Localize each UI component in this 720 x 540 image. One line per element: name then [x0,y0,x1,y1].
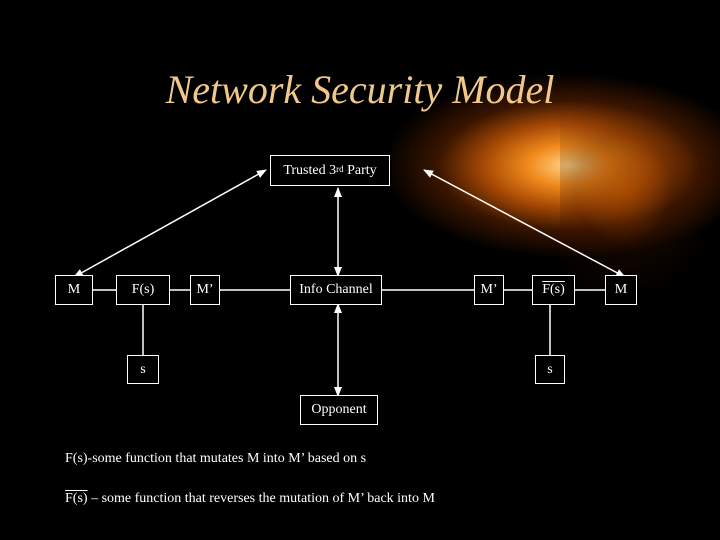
m-left-box: M [55,275,93,305]
m-right-box: M [605,275,637,305]
trusted-sup: rd [336,163,344,174]
note-inverse-definition: F(s) – some function that reverses the m… [65,491,435,507]
s-right-label: s [547,361,553,377]
slide-title: Network Security Model [165,67,555,112]
f-left-box: F(s) [116,275,170,305]
m-left-label: M [67,282,81,297]
note-inverse-fn: F(s) [65,491,88,506]
mprime-left-label: M’ [196,282,214,297]
arrow-m-right-to-trusted [423,169,626,278]
m-right-label: M [614,282,628,297]
s-left-label: s [140,361,146,377]
note-inverse-text: – some function that reverses the mutati… [87,491,435,506]
info-channel-box: Info Channel [290,275,382,305]
mprime-right-label: M’ [480,282,498,297]
arrow-m-left-to-trusted [73,169,267,278]
trusted-suffix: Party [343,162,377,178]
f-left-label: F(s) [131,282,155,297]
mprime-left-box: M’ [190,275,220,305]
f-inverse-right-box: F(s) [532,275,575,305]
note-function-definition: F(s)-some function that mutates M into M… [65,451,367,466]
opponent-box: Opponent [300,395,378,425]
f-inverse-right-label: F(s) [542,282,565,297]
opponent-label: Opponent [311,402,367,417]
s-left-box: s [127,355,159,384]
trusted-prefix: Trusted 3 [283,162,337,178]
s-right-box: s [535,355,565,384]
info-channel-label: Info Channel [299,282,373,297]
mprime-right-box: M’ [474,275,504,305]
